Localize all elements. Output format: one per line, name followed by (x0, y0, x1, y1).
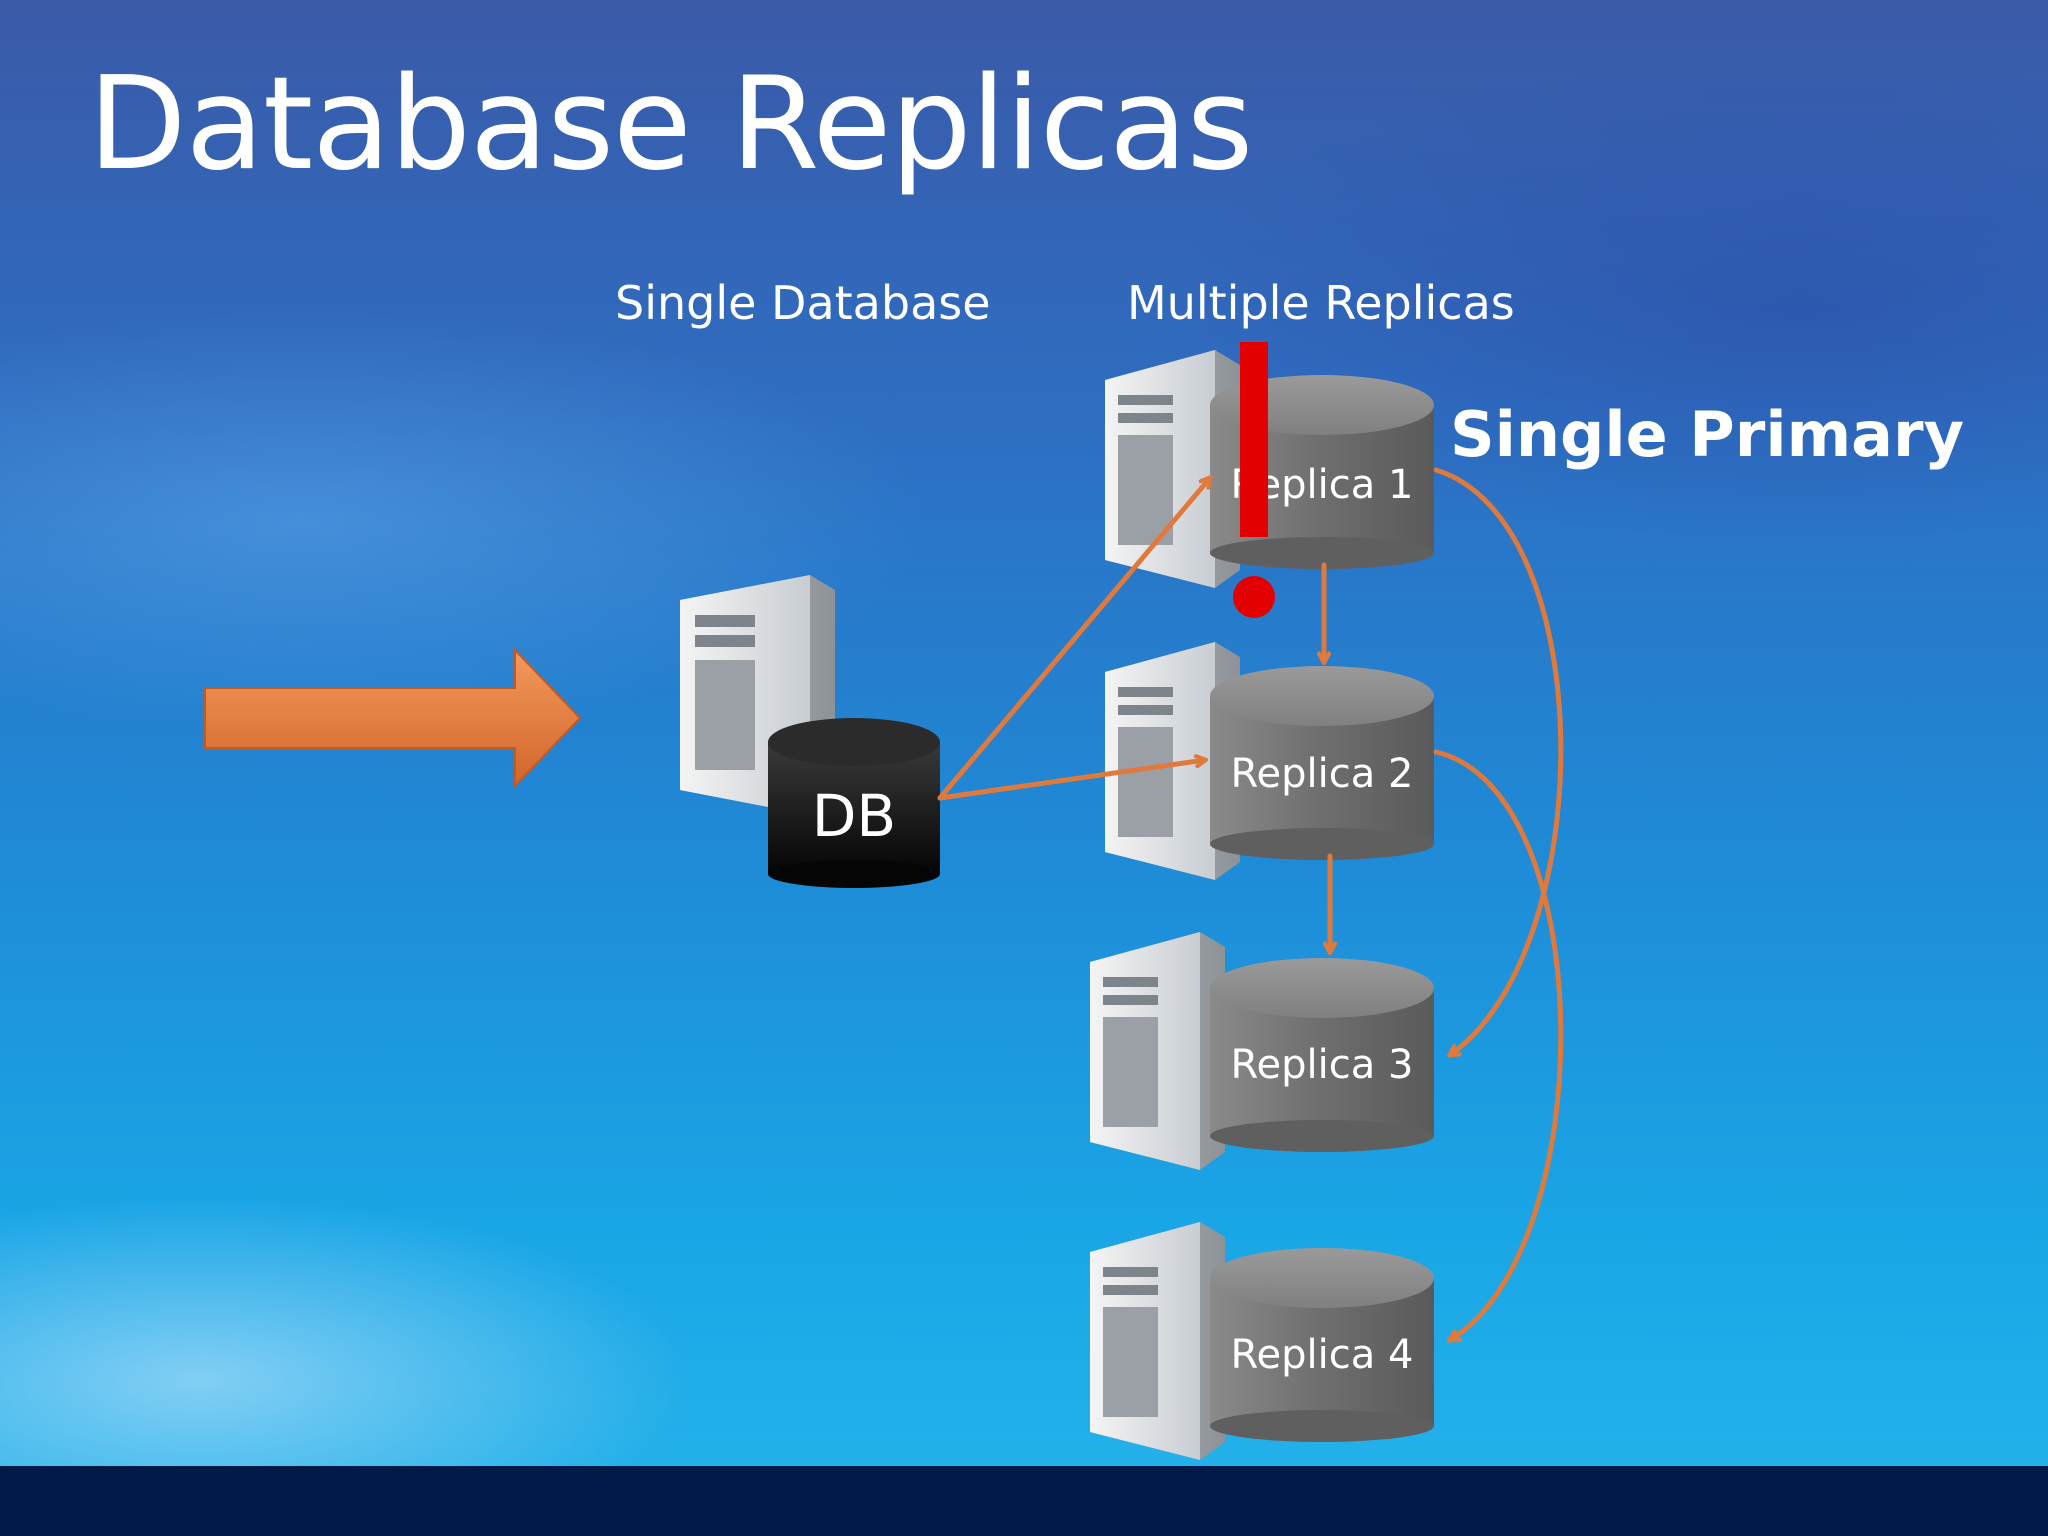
arrow-replica-1-to-3 (1433, 467, 1564, 1055)
replica-3-server-icon (1090, 932, 1225, 1170)
arrow-db-to-replica-2 (937, 760, 1205, 801)
arrow-db-to-replica-1 (937, 478, 1210, 801)
replica-3-cylinder: Replica 3 (1210, 958, 1434, 1152)
replica-3-label: Replica 3 (1231, 1042, 1414, 1088)
arrow-replica-2-to-4 (1433, 749, 1564, 1340)
replication-diagram: DB Replica 1 Replica 2 (204, 342, 1564, 1460)
replica-1-server-icon (1105, 350, 1240, 588)
replica-2-cylinder: Replica 2 (1210, 666, 1434, 860)
replica-2-label: Replica 2 (1231, 751, 1414, 797)
replica-4-cylinder: Replica 4 (1210, 1248, 1434, 1442)
single-primary-label: Single Primary (1450, 398, 1965, 471)
replica-4-server-icon (1090, 1222, 1225, 1460)
db-label: DB (812, 782, 896, 850)
single-database-label: Single Database (615, 276, 991, 330)
replica-4-label: Replica 4 (1231, 1332, 1414, 1378)
replication-arrows (937, 467, 1564, 1340)
alert-exclamation-icon (1233, 342, 1275, 618)
page-title: Database Replicas (88, 50, 1253, 199)
multiple-replicas-label: Multiple Replicas (1127, 276, 1515, 330)
incoming-arrow (204, 647, 582, 789)
db-cylinder: DB (768, 718, 940, 888)
replica-2-server-icon (1105, 642, 1240, 880)
footer-bar (0, 1466, 2048, 1536)
